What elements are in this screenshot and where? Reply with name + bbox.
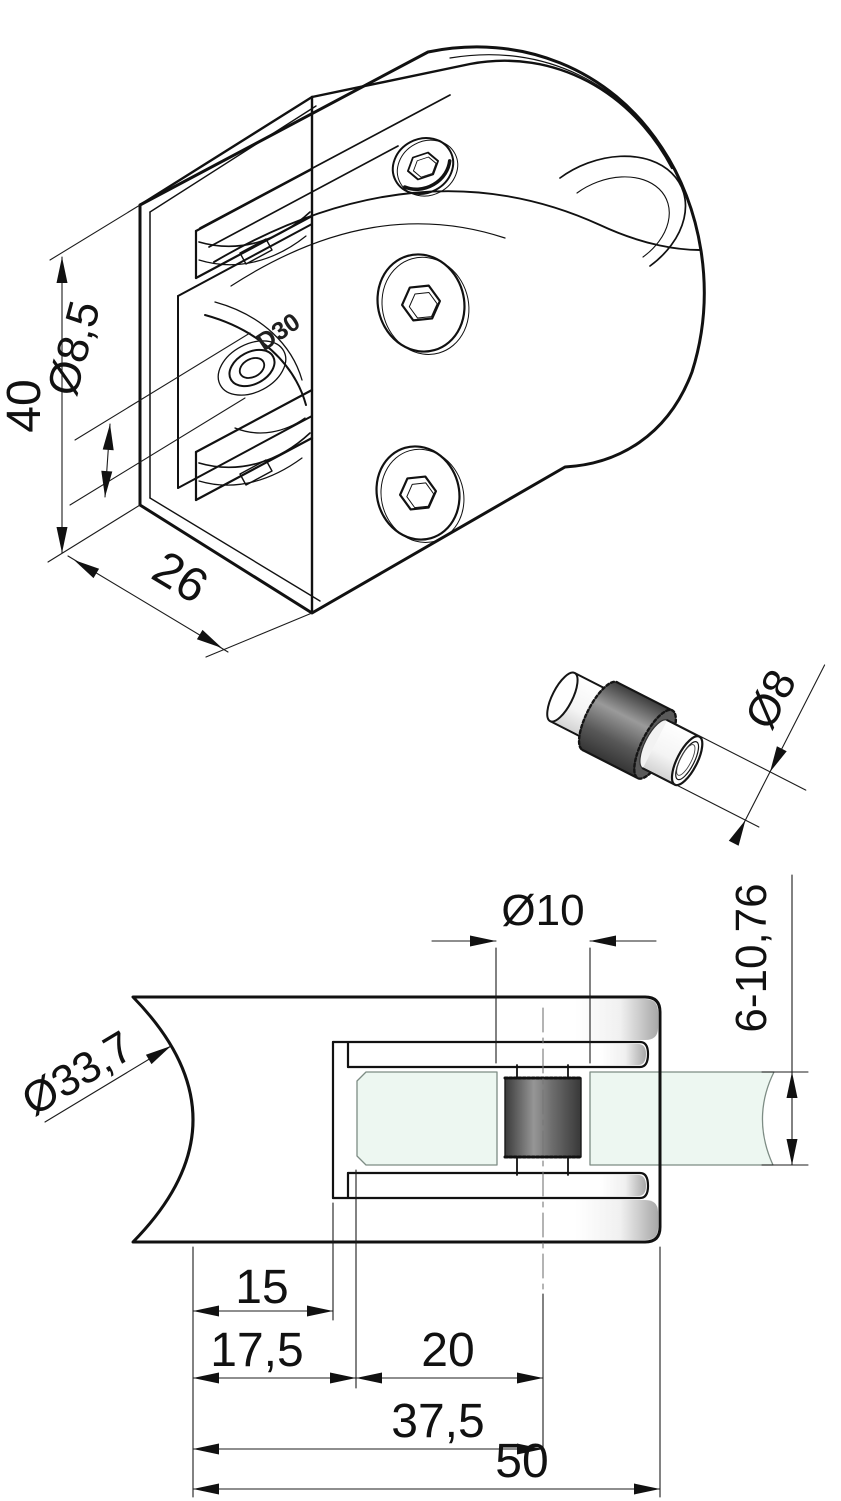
step-shading-bottom <box>600 1175 646 1196</box>
hex-socket-icon <box>398 475 438 511</box>
isometric-view: D30 <box>0 45 706 658</box>
glass-panel-left <box>356 1071 498 1166</box>
dim-10-label: Ø10 <box>501 886 584 935</box>
hex-socket-icon <box>406 151 440 181</box>
hex-screw-lower <box>375 445 465 543</box>
hex-socket-icon <box>401 284 441 322</box>
dim-40 <box>47 204 141 563</box>
top-chamfer-arc <box>449 54 671 161</box>
hex-screw-upper <box>376 253 470 355</box>
pin-left-cap <box>546 671 579 723</box>
jaw-inner-lines <box>331 1040 650 1200</box>
hex-screw-top <box>391 137 459 197</box>
left-top-chamfer <box>149 105 317 213</box>
dim-15-label: 15 <box>235 1261 288 1314</box>
section-view: Ø10 6-10,76 Ø33,7 <box>14 874 809 1498</box>
top-left-edge <box>138 95 314 207</box>
pin-shaft <box>516 1064 569 1176</box>
dim-20-label: 20 <box>421 1324 474 1377</box>
pin-detail-view: Ø8 <box>546 662 826 846</box>
rubber-knurl-edges <box>503 1076 583 1159</box>
bottom-dimensions <box>192 1169 661 1498</box>
middle-recess <box>177 223 313 489</box>
lower-slot-window <box>194 388 314 502</box>
plate-shading-bottom <box>575 1200 658 1240</box>
step-shading-top <box>600 1044 646 1065</box>
dim-glass-range-label: 6-10,76 <box>727 883 776 1032</box>
left-bottom-chamfer <box>149 497 321 602</box>
dim-33-7 <box>44 1045 172 1123</box>
glass-panel-right <box>589 1071 775 1166</box>
plate-shading-top <box>575 999 658 1040</box>
dim-glass-range <box>761 874 809 1166</box>
clamp-body-silhouette <box>138 45 706 615</box>
dim-33-7-label: Ø33,7 <box>14 1022 142 1126</box>
dim-50-label: 50 <box>495 1435 548 1488</box>
dim-8 <box>642 664 826 846</box>
dim-40-label: 40 <box>0 379 51 432</box>
dim-10 <box>431 935 657 1064</box>
front-top-edge <box>310 59 674 170</box>
clamp-section-outline <box>131 995 662 1244</box>
dim-8-5-label: Ø8,5 <box>38 296 110 401</box>
dim-26 <box>67 555 313 658</box>
pin-right-body <box>642 720 700 785</box>
dim-8-label: Ø8 <box>736 662 806 737</box>
dim-37-5-label: 37,5 <box>391 1395 484 1448</box>
dim-17-5-label: 17,5 <box>210 1324 303 1377</box>
dim-26-label: 26 <box>143 541 216 614</box>
dim-8-5 <box>69 332 251 506</box>
